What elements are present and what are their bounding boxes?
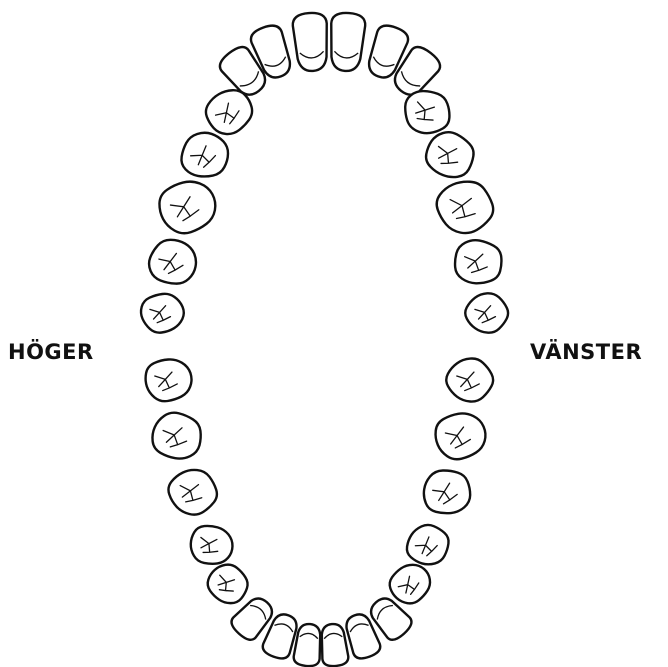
upper-tooth-back-5 (156, 178, 220, 237)
upper-tooth-back-6 (432, 177, 497, 238)
lower-tooth-back-2 (446, 359, 493, 402)
lower-tooth-back-7 (185, 520, 238, 570)
label-left-side: VÄNSTER (530, 340, 642, 364)
upper-tooth-back-4 (421, 127, 479, 183)
upper-tooth-front-1 (292, 12, 330, 72)
lower-tooth-back-4 (434, 412, 488, 461)
lower-tooth-back-3 (151, 411, 203, 460)
label-right-side: HÖGER (8, 340, 94, 364)
upper-tooth-back-7 (147, 238, 198, 286)
lower-tooth-back-6 (420, 466, 473, 517)
upper-tooth-back-8 (453, 238, 503, 285)
upper-tooth-back-9 (141, 294, 184, 333)
lower-tooth-back-8 (401, 519, 455, 571)
upper-tooth-back-10 (465, 293, 508, 332)
lower-tooth-front-5 (293, 623, 323, 667)
lower-arch (146, 359, 494, 667)
upper-tooth-front-2 (328, 12, 366, 72)
lower-tooth-back-5 (165, 466, 221, 519)
lower-tooth-front-6 (319, 623, 349, 667)
upper-arch (141, 12, 508, 333)
lower-tooth-back-9 (202, 558, 254, 609)
lower-tooth-back-1 (146, 359, 192, 401)
